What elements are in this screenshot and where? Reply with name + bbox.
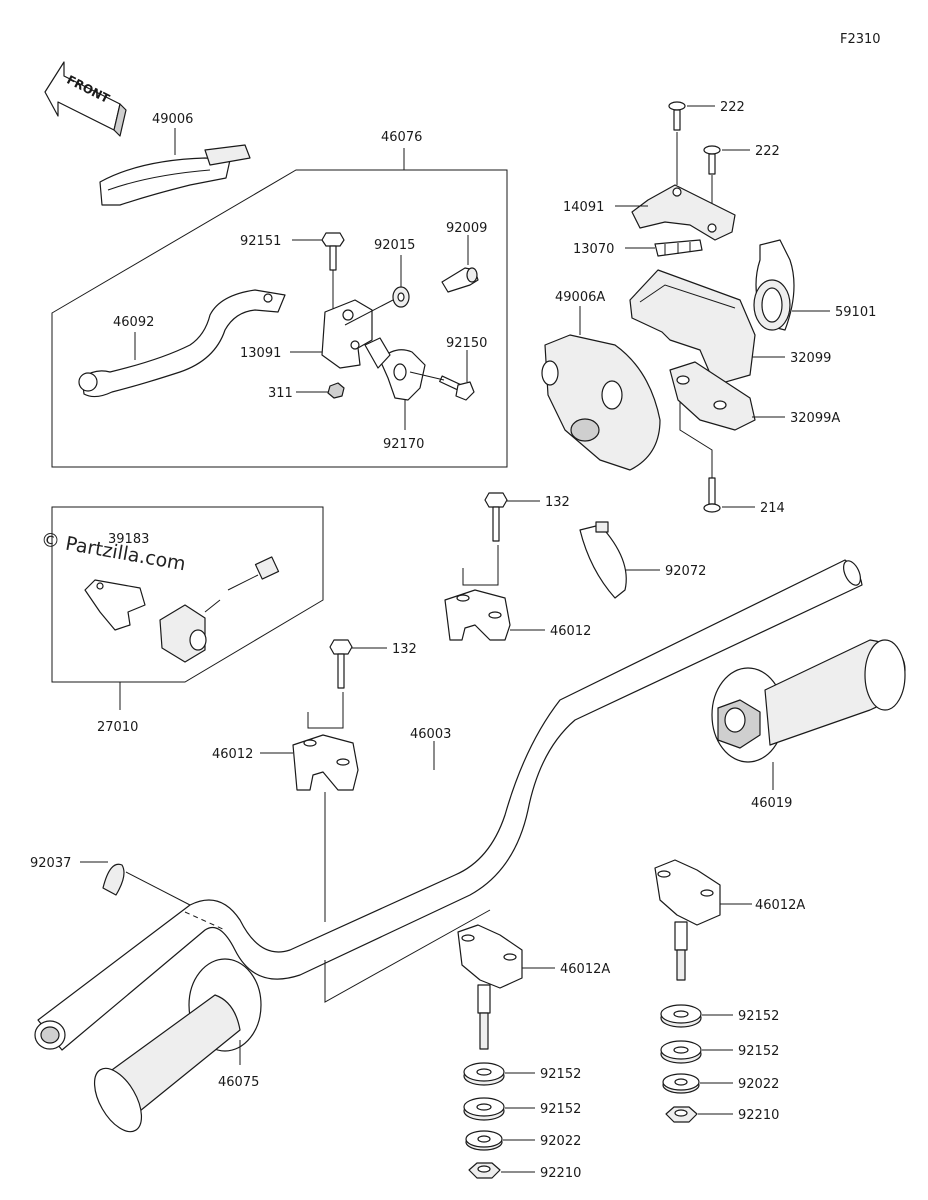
label-92152-c: 92152 <box>738 1009 779 1024</box>
part-92152-washer-c <box>660 1004 702 1028</box>
part-311-nut <box>327 382 345 399</box>
label-39183: 39183 <box>108 532 149 547</box>
part-46012-clamp-b <box>292 734 359 791</box>
part-27010-connector <box>227 556 280 591</box>
part-32099A-housing <box>669 361 756 431</box>
label-49006A: 49006A <box>555 290 605 305</box>
label-46012A-b: 46012A <box>755 898 805 913</box>
part-92170-clamp <box>364 337 426 401</box>
label-92210-a: 92210 <box>540 1166 581 1181</box>
part-92150-bolt <box>439 375 475 401</box>
part-14091-cover <box>631 184 736 241</box>
label-13070: 13070 <box>573 242 614 257</box>
part-13070-clip <box>654 239 703 257</box>
label-92152-a: 92152 <box>540 1067 581 1082</box>
label-311: 311 <box>268 386 293 401</box>
label-46012-a: 46012 <box>550 624 591 639</box>
label-92210-b: 92210 <box>738 1108 779 1123</box>
label-92152-d: 92152 <box>738 1044 779 1059</box>
label-92022-b: 92022 <box>738 1077 779 1092</box>
label-92072: 92072 <box>665 564 706 579</box>
part-46092-lever <box>78 289 286 398</box>
label-92015: 92015 <box>374 238 415 253</box>
figure-code: F2310 <box>840 32 881 47</box>
part-92152-washer-d <box>660 1040 702 1064</box>
part-92152-washer-a <box>463 1062 505 1086</box>
part-46012-clamp-a <box>444 589 511 641</box>
label-59101: 59101 <box>835 305 876 320</box>
label-49006: 49006 <box>152 112 193 127</box>
part-49006A-guard <box>541 334 661 471</box>
label-32099A: 32099A <box>790 411 840 426</box>
label-132-b: 132 <box>392 642 417 657</box>
label-46019: 46019 <box>751 796 792 811</box>
part-214-screw <box>703 477 721 513</box>
part-92022-washer-b <box>662 1073 700 1094</box>
part-92037-clip <box>102 863 125 896</box>
part-46075-grip <box>93 958 262 1133</box>
part-92152-washer-b <box>463 1097 505 1121</box>
label-27010: 27010 <box>97 720 138 735</box>
label-46012A-a: 46012A <box>560 962 610 977</box>
part-27010-switch <box>159 599 221 663</box>
part-132-bolt-a <box>484 492 508 542</box>
part-13091-bracket <box>321 299 373 369</box>
part-92072-band <box>579 521 627 599</box>
label-222-a: 222 <box>720 100 745 115</box>
label-46075: 46075 <box>218 1075 259 1090</box>
label-46003: 46003 <box>410 727 451 742</box>
part-92009-adjuster <box>441 267 479 293</box>
label-132-a: 132 <box>545 495 570 510</box>
part-92015-nut <box>392 286 410 308</box>
label-46076: 46076 <box>381 130 422 145</box>
part-92210-nut-b <box>665 1106 698 1123</box>
lever-assembly-frame <box>51 169 508 468</box>
part-46012A-clamp-b <box>654 859 721 981</box>
label-92151: 92151 <box>240 234 281 249</box>
part-132-bolt-b <box>329 639 353 689</box>
part-222-screw-b <box>703 145 721 175</box>
part-222-screw-a <box>668 101 686 131</box>
label-92009: 92009 <box>446 221 487 236</box>
part-46003-handlebar <box>34 559 863 1051</box>
label-92150: 92150 <box>446 336 487 351</box>
part-92022-washer-a <box>465 1130 503 1151</box>
label-46092: 46092 <box>113 315 154 330</box>
front-arrow-icon: FRONT <box>44 61 127 137</box>
label-92022-a: 92022 <box>540 1134 581 1149</box>
part-59101-collar <box>753 239 795 331</box>
part-46019-grip <box>711 639 906 763</box>
part-46012A-clamp-a <box>457 924 523 1050</box>
part-92210-nut-a <box>468 1162 501 1179</box>
part-92151-bolt <box>321 232 345 271</box>
label-46012-b: 46012 <box>212 747 253 762</box>
part-49006-guard <box>99 144 251 206</box>
label-14091: 14091 <box>563 200 604 215</box>
label-32099: 32099 <box>790 351 831 366</box>
label-92170: 92170 <box>383 437 424 452</box>
part-39183-clamp <box>84 579 146 631</box>
label-92037: 92037 <box>30 856 71 871</box>
label-222-b: 222 <box>755 144 780 159</box>
label-13091: 13091 <box>240 346 281 361</box>
label-92152-b: 92152 <box>540 1102 581 1117</box>
switch-assembly-frame <box>51 506 324 683</box>
label-214: 214 <box>760 501 785 516</box>
